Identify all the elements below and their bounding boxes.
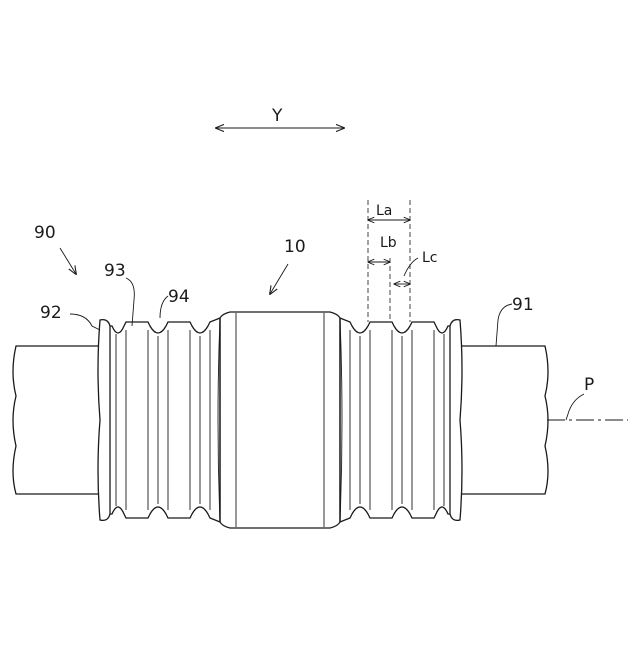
crest-label: 93 <box>104 261 126 281</box>
left-pipe-stub <box>13 346 100 494</box>
joint-body <box>218 312 342 528</box>
right-pipe <box>458 346 548 494</box>
crest-width-label: Lc <box>422 250 438 266</box>
end-flange-label: 92 <box>40 303 62 323</box>
assembly-label: 90 <box>34 223 56 243</box>
pitch-label: La <box>376 203 392 219</box>
direction-arrow-y: Y <box>216 106 344 128</box>
joint-label: 10 <box>284 237 306 257</box>
axis-label: P <box>584 375 594 395</box>
pipe-label: 91 <box>512 295 534 315</box>
direction-label: Y <box>271 106 283 126</box>
right-corrugated-section <box>340 318 462 522</box>
root-label: 94 <box>168 287 190 307</box>
dimension-lines: La Lb Lc <box>368 200 438 322</box>
groove-width-label: Lb <box>380 235 397 251</box>
left-corrugated-section <box>98 318 220 522</box>
